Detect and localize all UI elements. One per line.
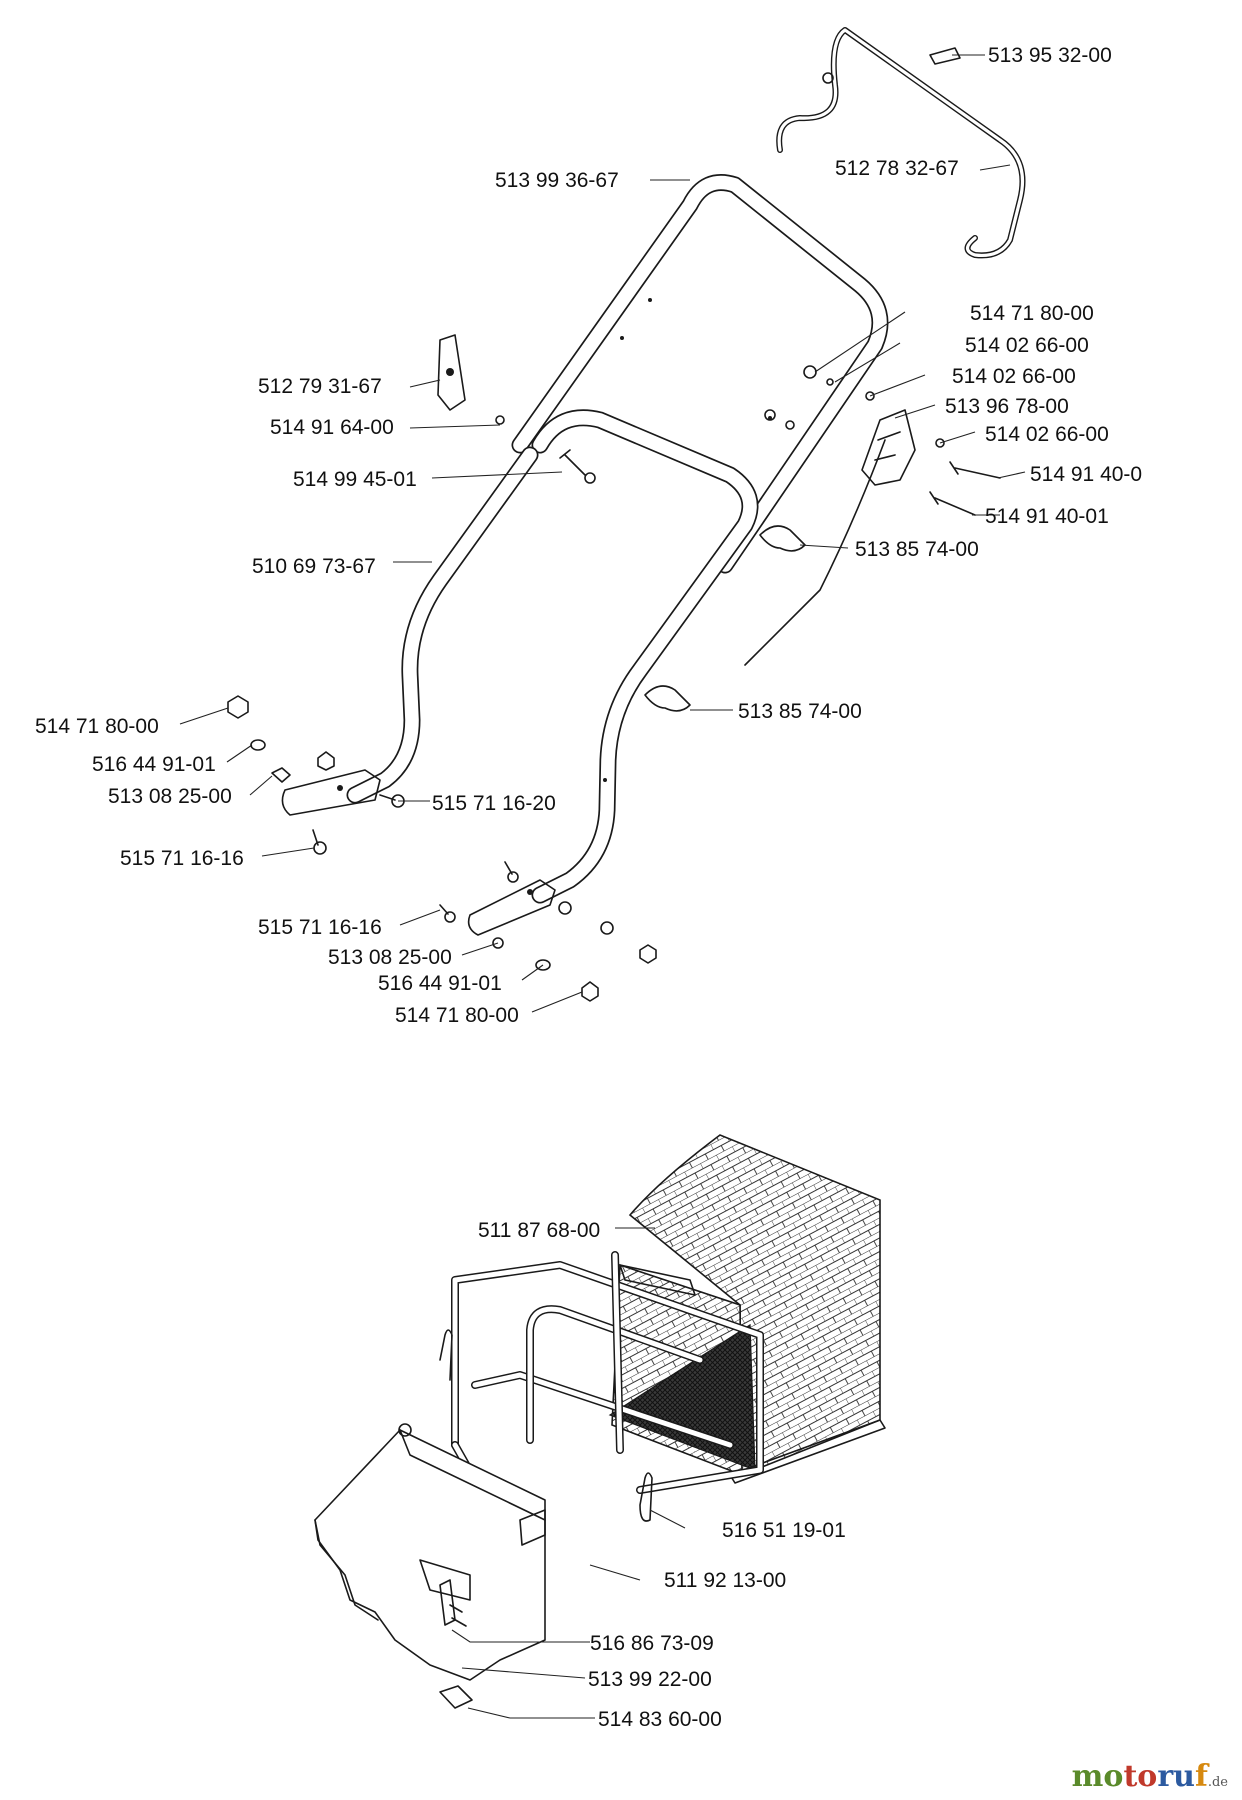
label-516-51-19-01: 516 51 19-01 (722, 1519, 846, 1542)
leader-lines (179, 54, 1026, 1719)
handle-knob (437, 334, 466, 411)
label-513-08-25-00-b: 513 08 25-00 (328, 946, 452, 969)
label-513-08-25-00-a: 513 08 25-00 (108, 785, 232, 808)
label-514-83-60-00: 514 83 60-00 (598, 1708, 722, 1731)
label-511-87-68-00: 511 87 68-00 (478, 1219, 600, 1242)
upper-handle (511, 174, 889, 574)
label-516-44-91-01-a: 516 44 91-01 (92, 753, 216, 776)
site-logo[interactable]: motoruf.de (1072, 1759, 1228, 1794)
label-514-02-66-00-c: 514 02 66-00 (985, 423, 1109, 446)
label-514-99-45-01: 514 99 45-01 (293, 468, 417, 491)
hairpin-clip-left (439, 1329, 453, 1381)
label-515-71-16-16-b: 515 71 16-16 (258, 916, 382, 939)
label-513-85-74-00-a: 513 85 74-00 (855, 538, 979, 561)
fasteners-middle (439, 861, 657, 1002)
grass-bag (608, 1134, 886, 1484)
label-513-99-22-00: 513 99 22-00 (588, 1668, 712, 1691)
part-labels: 513 95 32-00 512 78 32-67 513 99 36-67 5… (35, 44, 1142, 1731)
logo-part-1: mo (1071, 1759, 1124, 1794)
label-515-71-16-16-a: 515 71 16-16 (120, 847, 244, 870)
label-516-86-73-09: 516 86 73-09 (590, 1632, 714, 1655)
clip-part (929, 47, 961, 65)
logo-part-2: to (1123, 1759, 1158, 1794)
spring-clip (439, 1685, 473, 1709)
label-513-96-78-00: 513 96 78-00 (945, 395, 1069, 418)
logo-part-3: ru (1157, 1759, 1195, 1794)
label-512-79-31-67: 512 79 31-67 (258, 375, 382, 398)
logo-part-4: f (1194, 1759, 1208, 1794)
label-512-78-32-67: 512 78 32-67 (835, 157, 959, 180)
label-515-71-16-20: 515 71 16-20 (432, 792, 556, 815)
label-513-95-32-00: 513 95 32-00 (988, 44, 1112, 67)
label-516-44-91-01-b: 516 44 91-01 (378, 972, 502, 995)
cable-holder (861, 409, 916, 486)
label-514-71-80-00-a: 514 71 80-00 (970, 302, 1094, 325)
label-514-91-64-00: 514 91 64-00 (270, 416, 394, 439)
label-514-71-80-00-c: 514 71 80-00 (395, 1004, 519, 1027)
label-514-91-40-01: 514 91 40-01 (985, 505, 1109, 528)
logo-tld: .de (1207, 1775, 1228, 1790)
label-514-02-66-00-a: 514 02 66-00 (965, 334, 1089, 357)
label-513-99-36-67: 513 99 36-67 (495, 169, 619, 192)
cam-lever-lower (644, 685, 691, 712)
bolts-right (495, 365, 1001, 516)
discharge-chute (314, 1423, 546, 1681)
label-510-69-73-67: 510 69 73-67 (252, 555, 376, 578)
label-514-71-80-00-b: 514 71 80-00 (35, 715, 159, 738)
carriage-bolt (559, 449, 586, 476)
lower-handle (281, 298, 772, 936)
bail-wire (776, 27, 1026, 259)
cam-lever-upper (759, 525, 806, 552)
fasteners-left (227, 695, 405, 855)
latch-pin (449, 1604, 467, 1627)
label-511-92-13-00: 511 92 13-00 (664, 1569, 786, 1592)
control-cable (744, 439, 886, 666)
hairpin-clip-right (639, 1472, 653, 1522)
label-514-91-40-0: 514 91 40-0 (1030, 463, 1142, 486)
label-514-02-66-00-b: 514 02 66-00 (952, 365, 1076, 388)
label-513-85-74-00-b: 513 85 74-00 (738, 700, 862, 723)
